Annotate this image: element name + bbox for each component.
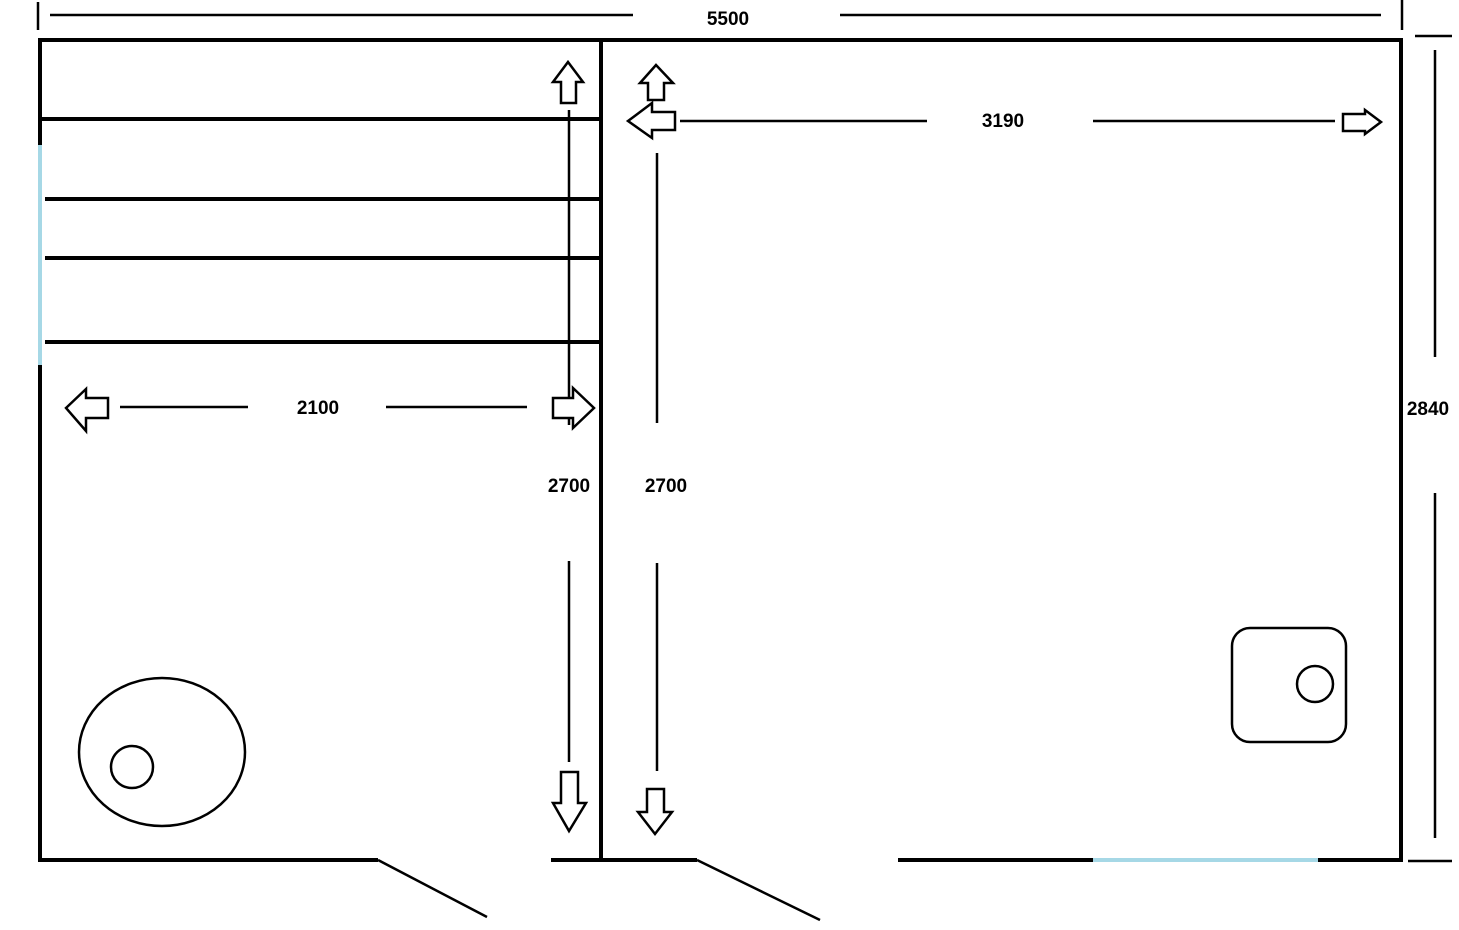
- arrow-left-icon: [64, 386, 110, 435]
- right-width-label: 3190: [982, 111, 1024, 132]
- total-width-dimension: 5500: [36, 0, 1404, 30]
- total-depth-dimension: 2840: [1407, 34, 1452, 863]
- arrow-up-icon: [550, 59, 586, 105]
- square-basin-fixture: [1230, 626, 1348, 744]
- right-depth-label: 2700: [645, 476, 687, 497]
- right-depth-dimension: 2700: [635, 63, 687, 837]
- left-width-label: 2100: [297, 398, 339, 419]
- arrow-left-icon: [625, 100, 677, 141]
- total-width-label: 5500: [707, 9, 749, 30]
- left-depth-dimension: 2700: [548, 59, 590, 834]
- door-left: [377, 858, 488, 919]
- benches: [40, 117, 601, 344]
- arrow-up-icon: [637, 63, 676, 102]
- left-width-dimension: 2100: [64, 385, 596, 435]
- door-right: [696, 858, 821, 922]
- left-depth-label: 2700: [548, 476, 590, 497]
- total-depth-label: 2840: [1407, 399, 1449, 420]
- arrow-down-icon: [550, 770, 589, 834]
- arrow-down-icon: [635, 787, 675, 837]
- walls: [38, 38, 1403, 862]
- arrow-right-icon: [551, 385, 596, 431]
- oval-tub-fixture: [77, 676, 247, 828]
- right-width-dimension: 3190: [625, 100, 1384, 141]
- arrow-right-icon: [1341, 107, 1384, 137]
